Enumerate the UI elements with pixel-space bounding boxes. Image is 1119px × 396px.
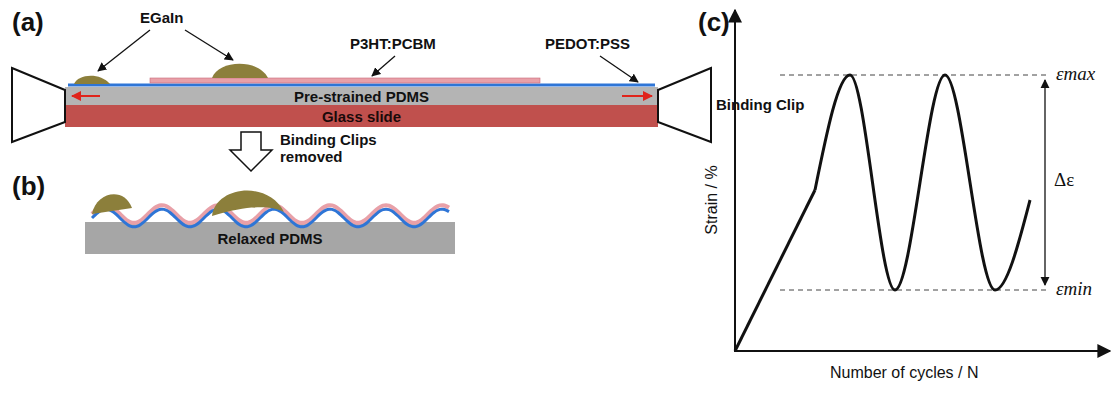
leader-line — [98, 30, 150, 71]
pdms-relaxed — [85, 222, 455, 254]
pdms-layer — [65, 87, 658, 105]
leader-line — [185, 30, 233, 60]
strain-ramp — [735, 190, 815, 351]
part-name: EGaIn — [140, 10, 183, 27]
min-line — [780, 290, 1050, 291]
layer-label: Pre-strained PDMS — [294, 89, 429, 104]
panel-letter: (a) — [12, 8, 44, 37]
range-arrow — [1044, 80, 1045, 285]
leader-line — [372, 56, 395, 76]
panel-letter: (b) — [12, 172, 45, 201]
egain-drop — [92, 194, 132, 214]
max-line — [780, 75, 1050, 76]
axis-title: Number of cycles / N — [830, 364, 978, 382]
p3ht-layer — [150, 78, 540, 83]
level-label: εmin — [1056, 279, 1092, 300]
layer-band: Glass slide — [65, 105, 658, 127]
layer-band: Relaxed PDMS — [85, 222, 455, 254]
strain-arrow — [622, 95, 652, 97]
range-label: Δε — [1054, 170, 1074, 191]
strain-cycle — [815, 75, 1030, 290]
y-axis — [734, 10, 736, 352]
axis-title: Strain / % — [703, 165, 721, 234]
glass-slide — [65, 105, 658, 127]
level-label: εmax — [1056, 64, 1095, 85]
layer-label: Glass slide — [322, 109, 401, 124]
egain-drop — [212, 64, 268, 78]
layer-band: Pre-strained PDMS — [65, 87, 658, 105]
part-name: PEDOT:PSS — [545, 36, 630, 53]
egain-drop — [212, 191, 284, 216]
pedot-layer — [68, 84, 655, 87]
process-arrow — [230, 132, 272, 171]
panel-letter: (c) — [698, 8, 730, 37]
leader-line — [600, 56, 638, 82]
strain-arrow — [72, 95, 100, 97]
layer-label: Relaxed PDMS — [217, 231, 322, 246]
part-name: P3HT:PCBM — [350, 36, 436, 53]
egain-drop — [74, 76, 110, 84]
x-axis — [734, 350, 1110, 352]
step-note: Binding Clips removed — [280, 132, 400, 165]
binding-clip — [12, 68, 65, 142]
part-name: Binding Clip — [716, 97, 804, 114]
wrinkled-layers — [92, 191, 449, 227]
binding-clip — [658, 68, 711, 142]
pedot-wave — [92, 209, 449, 227]
strain-curve — [735, 75, 1030, 351]
